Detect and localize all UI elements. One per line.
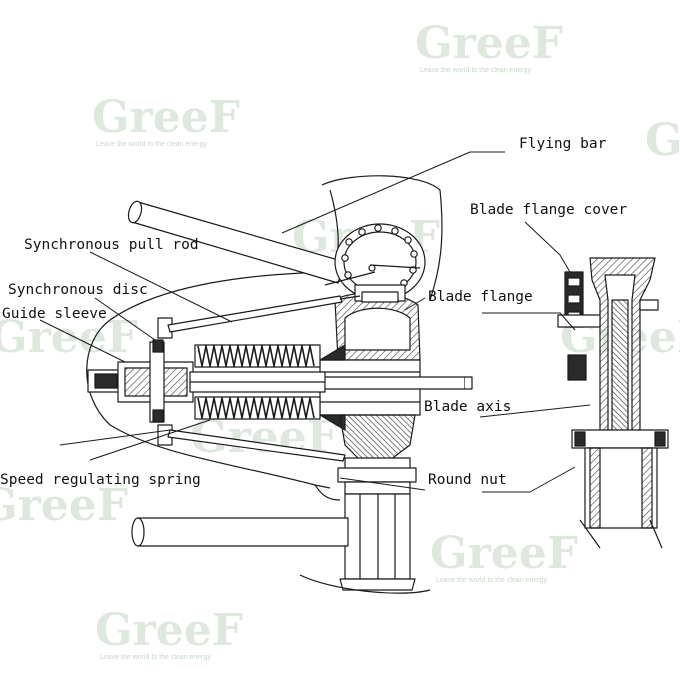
- leader-synchronous-disc: [94, 297, 156, 341]
- leader-flying-bar: [281, 151, 505, 234]
- lower-column: [299, 493, 431, 594]
- watermark-logo: GreeF: [645, 115, 680, 166]
- svg-text:Leave the world to the clean e: Leave the world to the clean energy: [100, 654, 211, 661]
- synchronous-pull-rod-lower: [167, 429, 346, 462]
- lower-arm: [131, 517, 349, 547]
- watermark-logo: GreeF: [0, 312, 138, 363]
- label-speed-regulating-spring: Speed regulating spring: [0, 472, 201, 488]
- speed-regulating-spring-lower: [194, 396, 321, 420]
- leader-blade-axis: [479, 404, 591, 418]
- blade-flange-section-view: [557, 257, 669, 549]
- leader-guide-left-long: [59, 429, 171, 446]
- svg-text:Leave the world to the clean e: Leave the world to the clean energy: [96, 141, 207, 148]
- label-blade-flange-cover: Blade flange cover: [470, 202, 628, 218]
- leader-guide-sleeve: [39, 319, 126, 363]
- watermark-logo: GreeF Leave the world to the clean energ…: [430, 528, 578, 584]
- label-synchronous-disc: Synchronous disc: [8, 282, 148, 298]
- svg-text:Leave the world to the clean e: Leave the world to the clean energy: [420, 67, 531, 74]
- label-blade-flange: Blade flange: [428, 289, 533, 305]
- blade-flange-body: [334, 284, 421, 361]
- flying-bar: [127, 200, 346, 284]
- svg-text:GreeF: GreeF: [95, 605, 243, 656]
- leader-speed-regulating-spring: [89, 419, 211, 461]
- svg-text:GreeF: GreeF: [645, 115, 680, 166]
- svg-text:GreeF: GreeF: [430, 528, 578, 579]
- label-synchronous-pull-rod: Synchronous pull rod: [24, 237, 199, 253]
- leader-round-nut-left: [339, 477, 426, 491]
- watermark-logo: GreeF Leave the world to the clean energ…: [92, 92, 240, 148]
- leader-blade-flange-right: [482, 312, 576, 331]
- label-guide-sleeve: Guide sleeve: [2, 306, 107, 322]
- synchronous-pull-rod-upper: [167, 295, 361, 333]
- label-round-nut: Round nut: [428, 472, 507, 488]
- watermark-logo: GreeF Leave the world to the clean energ…: [415, 18, 563, 74]
- leader-blade-flange-cover: [524, 221, 571, 273]
- blade-flange-cover-disc: [334, 223, 426, 301]
- label-flying-bar: Flying bar: [519, 136, 607, 152]
- watermark-logo: GreeF Leave the world to the clean energ…: [95, 605, 243, 661]
- svg-text:GreeF: GreeF: [0, 480, 128, 531]
- nose-cone-lower-edge: [314, 484, 341, 501]
- label-blade-axis: Blade axis: [424, 399, 512, 415]
- lower-hub-body: [337, 414, 417, 495]
- leader-synchronous-pull-rod: [89, 251, 233, 323]
- leader-blade-flange-left: [404, 297, 426, 311]
- watermark-logo: GreeF: [0, 480, 128, 531]
- svg-text:GreeF: GreeF: [0, 312, 138, 363]
- upper-housing-outline: [321, 175, 443, 301]
- flange-link-rod: [324, 264, 421, 286]
- leader-round-nut-right: [482, 466, 576, 493]
- svg-text:Leave the world to the clean e: Leave the world to the clean energy: [436, 577, 547, 584]
- svg-text:GreeF: GreeF: [92, 92, 240, 143]
- spring-center-rod: [189, 371, 326, 393]
- speed-regulating-spring-upper: [194, 344, 321, 368]
- svg-text:GreeF: GreeF: [415, 18, 563, 69]
- nose-cone-outline: [86, 271, 351, 489]
- leader-lines: [39, 151, 591, 493]
